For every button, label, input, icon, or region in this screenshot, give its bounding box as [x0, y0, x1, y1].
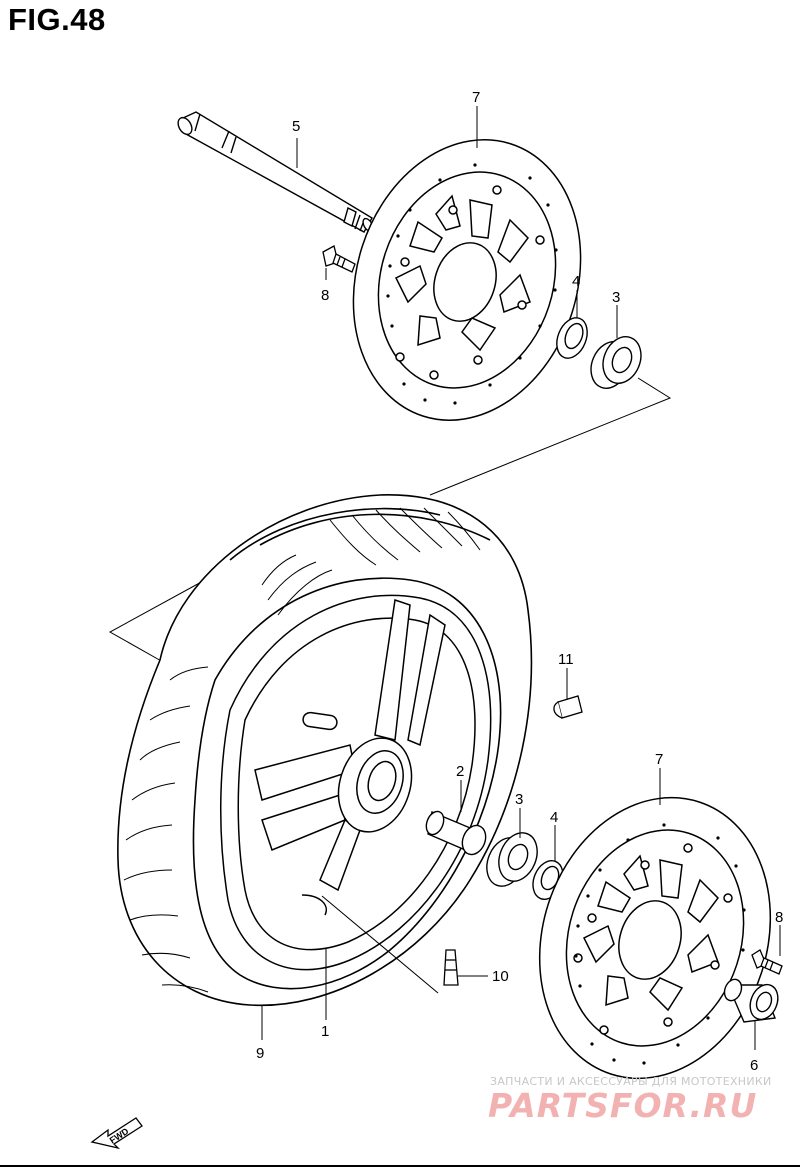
forward-direction-marker: FWD — [90, 1117, 143, 1150]
figure-title: FIG.48 — [8, 2, 106, 37]
bearing-bottom — [486, 832, 538, 887]
watermark-tagline: ЗАПЧАСТИ И АКСЕССУАРЫ ДЛЯ МОТОТЕХНИКИ — [490, 1075, 772, 1088]
callout-disc-top: 7 — [472, 89, 480, 106]
bearing-top — [590, 336, 642, 389]
watermark-brand: PARTSFOR.RU — [488, 1086, 758, 1125]
spacer — [425, 810, 487, 856]
callout-collar: 6 — [750, 1057, 758, 1074]
callout-bearing-bottom: 3 — [515, 791, 523, 808]
assembly-guide-lines-bottom — [321, 895, 439, 994]
callout-disc-bottom: 7 — [655, 751, 663, 768]
callout-valve: 10 — [492, 968, 509, 985]
callout-axle: 5 — [292, 118, 300, 135]
callout-seal-bottom: 4 — [550, 809, 558, 826]
oil-seal-top — [556, 317, 588, 359]
valve — [443, 949, 459, 986]
assembly-guide-lines — [108, 377, 672, 663]
wheel-rim — [220, 594, 492, 971]
disc-bolt-bottom — [751, 949, 783, 975]
callout-bolt-bottom: 8 — [775, 909, 783, 926]
callout-tire: 9 — [256, 1045, 264, 1062]
tire-tread — [123, 507, 481, 993]
callout-bearing-top: 3 — [612, 289, 620, 306]
callout-bolt-top: 8 — [321, 287, 329, 304]
brake-disc-top — [352, 139, 582, 421]
callout-spacer: 2 — [456, 763, 464, 780]
disc-bolt-top — [322, 245, 356, 273]
callout-seal-top: 4 — [572, 273, 580, 290]
collar — [723, 978, 779, 1023]
valve-cap — [553, 695, 583, 719]
axle-shaft — [177, 111, 374, 233]
callout-labels: 5 7 8 4 3 11 2 3 4 7 8 10 1 9 6 — [256, 89, 783, 1074]
brake-disc-bottom — [538, 796, 772, 1080]
callout-wheel: 1 — [321, 1023, 329, 1040]
leader-lines — [261, 106, 781, 1050]
callout-valve-cap: 11 — [558, 651, 574, 668]
